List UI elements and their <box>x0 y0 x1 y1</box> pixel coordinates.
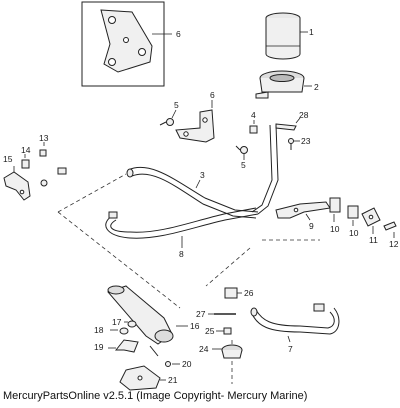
callout-23: 23 <box>301 136 311 146</box>
callout-13: 13 <box>39 133 49 143</box>
gasket-part-11[interactable] <box>361 207 381 227</box>
callout-10-right: 10 <box>349 228 359 238</box>
part-14[interactable] <box>21 159 30 169</box>
part-25[interactable] <box>223 327 232 335</box>
callout-25: 25 <box>205 326 215 336</box>
bracket-part-15[interactable] <box>3 171 31 201</box>
callout-6-main: 6 <box>210 90 215 100</box>
part-17[interactable] <box>127 320 137 328</box>
callout-20: 20 <box>182 359 192 369</box>
callout-14: 14 <box>21 145 31 155</box>
part-18[interactable] <box>119 327 129 335</box>
clip-part-10-right[interactable] <box>347 205 359 219</box>
guide-line <box>57 173 127 213</box>
part-20[interactable] <box>165 361 171 367</box>
callout-5-upper: 5 <box>174 100 179 110</box>
bracket-part-6[interactable] <box>175 109 215 143</box>
bracket-part-21[interactable] <box>119 365 161 391</box>
part-26[interactable] <box>224 287 238 299</box>
callout-26: 26 <box>244 288 254 298</box>
clip-part-10-left[interactable] <box>329 197 341 213</box>
callout-2: 2 <box>314 82 319 92</box>
fitting-part-4[interactable] <box>249 125 258 134</box>
guide-line <box>205 247 251 287</box>
cap-part-24[interactable] <box>221 344 243 359</box>
callout-8: 8 <box>179 249 184 259</box>
callout-12: 12 <box>389 239 399 249</box>
callout-labels: 1 2 3 4 5 5 6 6 7 8 9 10 10 11 12 13 14 … <box>3 27 399 385</box>
hose-part-7[interactable] <box>250 303 340 335</box>
filter-adapter-part-2[interactable] <box>255 70 305 99</box>
callout-1: 1 <box>309 27 314 37</box>
callout-5-lower: 5 <box>241 160 246 170</box>
callout-7: 7 <box>288 344 293 354</box>
callout-24: 24 <box>199 344 209 354</box>
oil-tubes[interactable] <box>251 124 279 215</box>
hose-part-8[interactable] <box>105 207 259 239</box>
callout-3: 3 <box>200 170 205 180</box>
part-13[interactable] <box>39 149 47 157</box>
clip-part-28[interactable] <box>275 123 297 131</box>
copyright-footer: MercuryPartsOnline v2.5.1 (Image Copyrig… <box>3 390 308 402</box>
screw-part-12[interactable] <box>383 221 397 231</box>
callout-18: 18 <box>94 325 104 335</box>
part-13-fitting[interactable] <box>57 167 67 175</box>
callout-11: 11 <box>369 235 378 245</box>
callout-19: 19 <box>94 342 104 352</box>
screw-part-23[interactable] <box>288 138 294 151</box>
cooler-part-16[interactable] <box>107 285 174 357</box>
guide-line <box>57 211 181 309</box>
clamp-part-19[interactable] <box>114 339 139 353</box>
nut-part[interactable] <box>40 179 48 187</box>
callout-21: 21 <box>168 375 178 385</box>
callout-17: 17 <box>112 317 122 327</box>
callout-28: 28 <box>299 110 309 120</box>
inset-frame <box>81 1 165 87</box>
callout-9: 9 <box>309 221 314 231</box>
callout-16: 16 <box>190 321 200 331</box>
callout-10-left: 10 <box>330 224 340 234</box>
filter-part-1[interactable] <box>265 12 301 60</box>
callout-4: 4 <box>251 110 256 120</box>
bracket-part-6-inset[interactable] <box>100 9 153 73</box>
callout-27: 27 <box>196 309 206 319</box>
screw-part-5-lower[interactable] <box>235 145 248 154</box>
bracket-part-9[interactable] <box>275 201 331 219</box>
screw-part-5-upper[interactable] <box>159 118 174 126</box>
callout-6-inset: 6 <box>176 29 181 39</box>
callout-15: 15 <box>3 154 13 164</box>
hose-part-3[interactable] <box>126 166 259 219</box>
